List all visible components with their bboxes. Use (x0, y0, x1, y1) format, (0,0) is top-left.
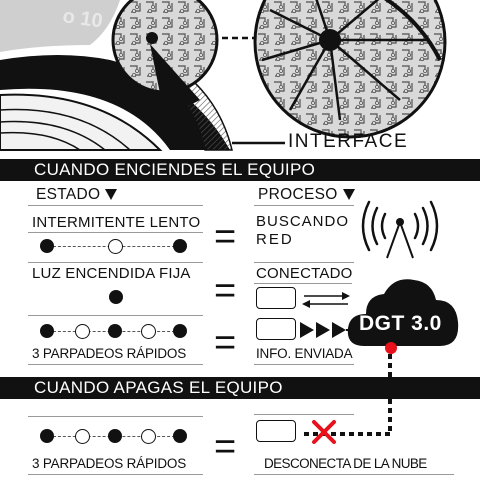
process-label: BUSCANDO (256, 213, 350, 230)
device-icon (256, 318, 296, 340)
divider (254, 283, 352, 284)
led-off-dot (108, 239, 123, 254)
state-label: LUZ ENCENDIDA FIJA (32, 265, 191, 282)
divider (28, 232, 203, 233)
device-icon (256, 287, 296, 309)
led-off-dot (141, 324, 156, 339)
equals-sign: = (214, 322, 237, 364)
down-triangle-icon (342, 189, 355, 201)
section-off-title: CUANDO APAGAS EL EQUIPO (0, 377, 480, 399)
device-icon (256, 420, 296, 442)
led-on-dot (108, 429, 122, 443)
equals-sign: = (214, 270, 237, 312)
process-label-line2: RED (256, 231, 294, 248)
state-label: 3 PARPADEOS RÁPIDOS (32, 346, 186, 361)
led-on-dot (40, 239, 54, 253)
led-on-dot (40, 324, 54, 338)
disconnect-link (300, 354, 392, 436)
process-label: INFO. ENVIADA (256, 346, 353, 361)
equals-sign: = (214, 426, 237, 468)
send-arrows-icon (300, 322, 358, 338)
section-on-title: CUANDO ENCIENDES EL EQUIPO (0, 159, 480, 181)
cross-icon (312, 420, 336, 444)
divider (28, 416, 203, 417)
divider (254, 262, 354, 263)
divider (28, 262, 203, 263)
proceso-label: PROCESO (258, 186, 338, 203)
process-label: DESCONECTA DE LA NUBE (264, 456, 427, 471)
state-label: 3 PARPADEOS RÁPIDOS (32, 456, 186, 471)
estado-label: ESTADO (36, 186, 101, 203)
process-label: CONECTADO (256, 265, 353, 282)
divider (254, 414, 354, 415)
state-label: INTERMITENTE LENTO (32, 214, 201, 231)
led-on-dot (173, 324, 187, 338)
led-on-dot (173, 239, 187, 253)
divider (28, 364, 203, 365)
divider (28, 474, 203, 475)
led-off-dot (141, 429, 156, 444)
proceso-header: PROCESO (258, 186, 355, 204)
led-on-dot (40, 429, 54, 443)
antenna-signal-icon (361, 200, 439, 259)
divider (28, 205, 203, 206)
interface-label: INTERFACE (288, 131, 409, 152)
device-illustration: o 10 (0, 0, 447, 151)
led-off-dot (75, 324, 90, 339)
led-on-dot (108, 324, 122, 338)
equals-sign: = (214, 216, 237, 258)
divider (28, 315, 203, 316)
bidirectional-arrow-icon (302, 292, 350, 308)
led-off-dot (75, 429, 90, 444)
led-on-dot (109, 290, 123, 304)
cloud-icon (347, 279, 459, 346)
estado-header: ESTADO (36, 186, 118, 204)
signal-dot (385, 342, 397, 354)
divider (254, 474, 454, 475)
down-triangle-icon (105, 189, 118, 201)
led-on-dot (173, 429, 187, 443)
divider (254, 364, 354, 365)
divider (254, 205, 354, 206)
cloud-label: DGT 3.0 (359, 312, 442, 335)
